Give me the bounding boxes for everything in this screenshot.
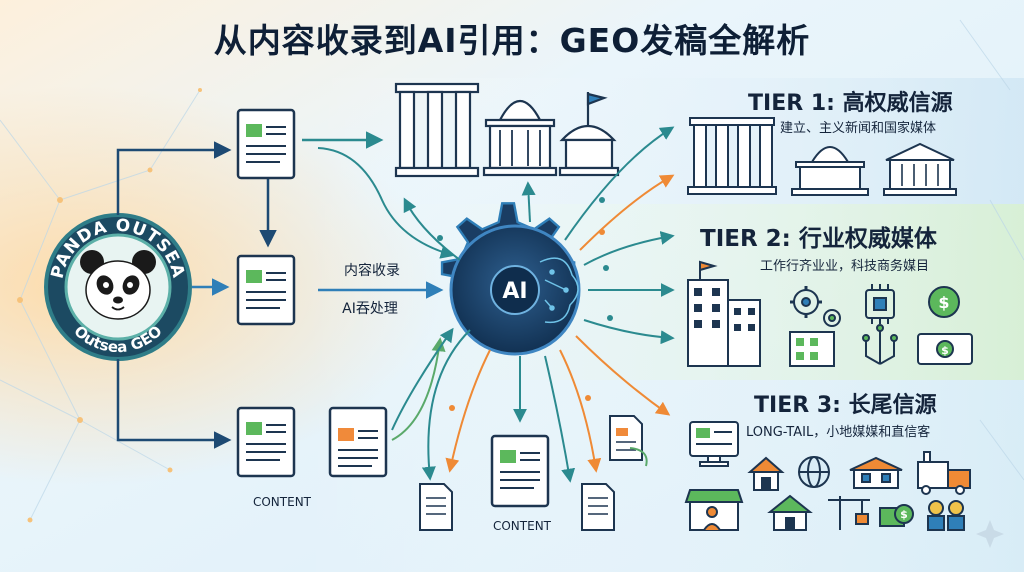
content-label-bottom: CONTENT	[493, 519, 552, 533]
hub-label: AI	[502, 279, 527, 304]
document-icon-center	[490, 434, 550, 508]
svg-text:$: $	[900, 508, 908, 521]
circuit-icon	[862, 324, 898, 365]
crane-icon	[828, 496, 870, 530]
cottage-icon	[767, 494, 813, 531]
page-title: 从内容收录到AI引用：GEO发稿全解析	[214, 21, 811, 60]
government-building-icon	[558, 92, 620, 177]
shop-house-icon	[849, 456, 903, 489]
workers-icon	[927, 500, 965, 531]
tech-gears-icon	[790, 286, 841, 327]
globe-icon	[798, 456, 830, 488]
document-icon-orange	[609, 415, 648, 467]
logo-arrows	[116, 141, 277, 449]
storefront-icon	[684, 489, 744, 531]
content-label-left: CONTENT	[253, 495, 312, 509]
capitol-icon	[482, 100, 558, 177]
process-step-2: AI吞处理	[342, 301, 398, 317]
document-icon-top	[236, 108, 296, 180]
tier2-title: TIER 2: 行业权威媒体	[700, 225, 938, 252]
document-icon-small-right	[581, 483, 615, 531]
chip-icon	[865, 284, 895, 324]
house-icon	[747, 456, 785, 491]
tier1-subtitle: 建立、主义新闻和国家媒体	[780, 120, 936, 136]
sparkle-icon	[976, 520, 1004, 548]
office-tower-icon	[687, 260, 761, 367]
monitor-icon	[689, 421, 739, 467]
small-office-icon	[789, 331, 835, 367]
document-icon-small-left	[419, 483, 453, 531]
hub-output-arrows	[403, 126, 675, 483]
document-icon-bottom-b	[328, 406, 388, 478]
network-nodes	[17, 88, 202, 523]
panda-icon	[80, 250, 156, 320]
tier2-subtitle: 工作行齐业业，科技商务媒目	[760, 258, 929, 274]
document-icon-bottom-a	[236, 406, 296, 478]
tier3-title: TIER 3: 长尾信源	[754, 392, 937, 418]
tier3-subtitle: LONG-TAIL，小地媒媒和直信客	[746, 424, 930, 440]
factory-truck-icon	[917, 451, 971, 495]
content-flow-arrows	[302, 131, 455, 441]
banknote-icon: $	[917, 333, 973, 365]
tier1-capitol-icon	[791, 146, 869, 196]
network-decoration	[0, 19, 1024, 521]
tier1-title: TIER 1: 高权威信源	[748, 90, 953, 116]
panda-outsea-logo: PANDA OUTSEA Outsea GEO	[44, 213, 192, 361]
pillars-icon	[394, 82, 480, 178]
money-stack-icon: $	[879, 504, 914, 527]
document-icon-middle	[236, 254, 296, 326]
svg-text:$: $	[938, 293, 949, 312]
tier1-building-icon	[883, 142, 957, 196]
money-coin-icon: $	[928, 286, 960, 318]
ai-hub: AI	[440, 202, 581, 356]
svg-text:$: $	[941, 344, 949, 357]
hub-output-dots	[437, 197, 613, 411]
brain-circuit-icon	[539, 257, 579, 324]
process-step-1: 内容收录	[344, 262, 400, 279]
tier1-pillars-icon	[687, 117, 777, 195]
